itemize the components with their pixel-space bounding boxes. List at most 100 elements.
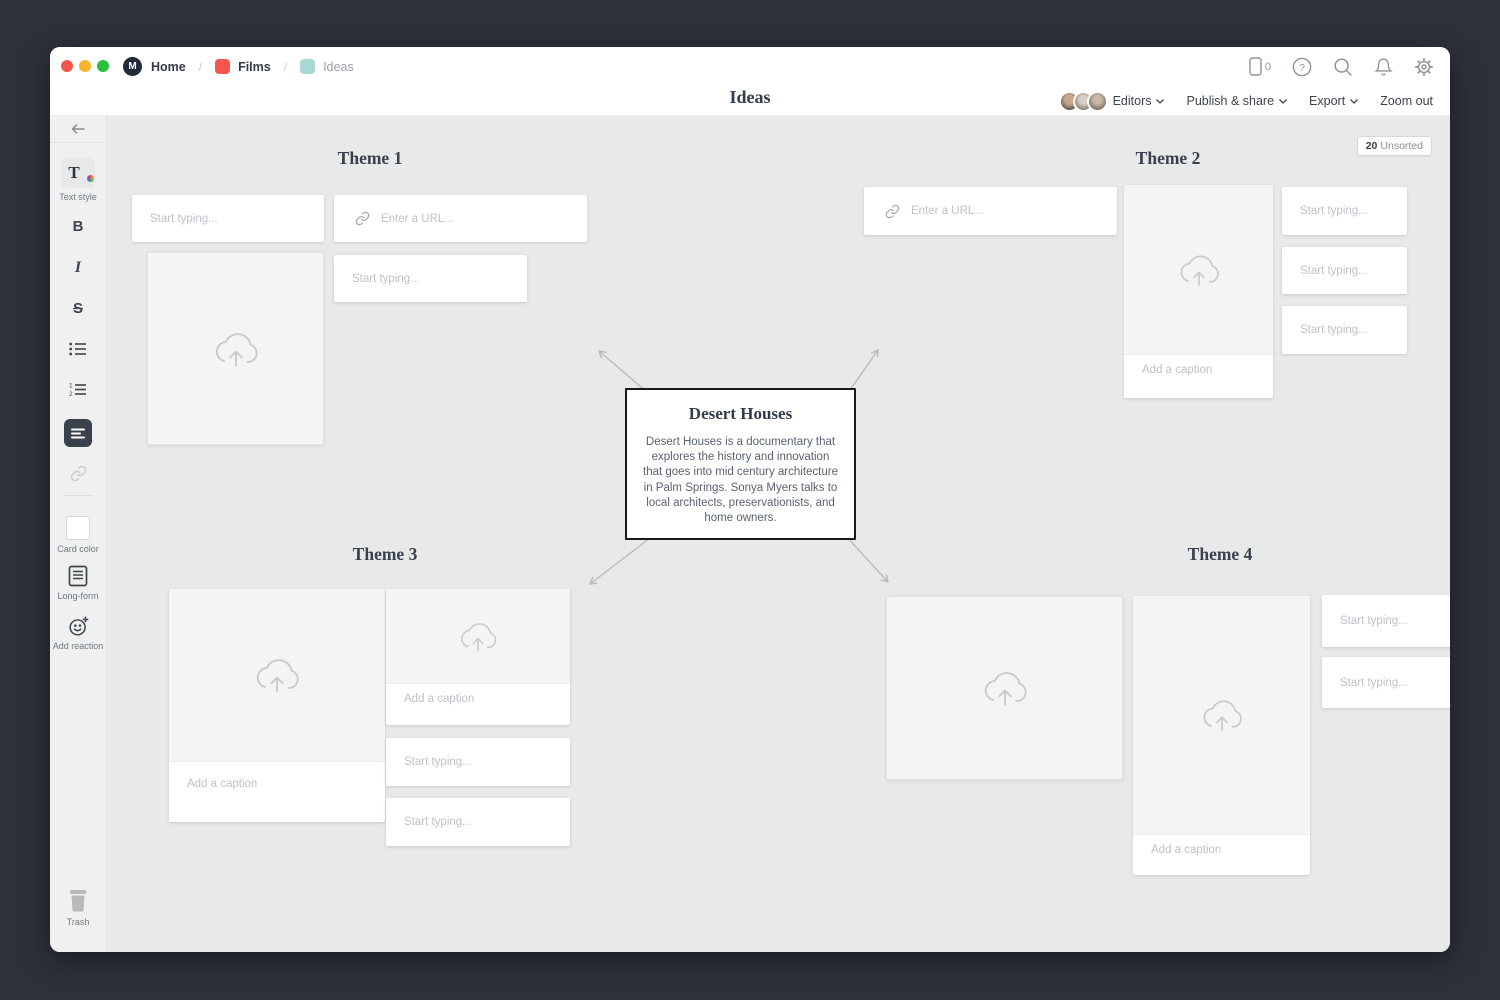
gear-icon bbox=[1415, 57, 1433, 76]
bullet-list-tool[interactable] bbox=[50, 342, 106, 356]
text-style-label: Text style bbox=[59, 192, 97, 202]
card-color-tool[interactable]: Card color bbox=[50, 516, 106, 554]
card-color-label: Card color bbox=[57, 544, 99, 554]
export-menu[interactable]: Export bbox=[1309, 94, 1359, 108]
text-placeholder: Start typing... bbox=[1340, 676, 1408, 689]
image-caption-card[interactable]: Add a caption bbox=[169, 589, 385, 822]
bold-tool[interactable]: B bbox=[72, 218, 84, 235]
text-card[interactable]: Start typing... bbox=[132, 195, 324, 242]
text-placeholder: Start typing... bbox=[1300, 205, 1368, 217]
image-drop-area[interactable] bbox=[169, 589, 385, 762]
settings-button[interactable] bbox=[1414, 57, 1434, 77]
link-icon bbox=[355, 211, 370, 226]
image-caption-card[interactable]: Add a caption bbox=[1124, 185, 1273, 398]
url-card[interactable]: Enter a URL... bbox=[864, 187, 1117, 235]
text-card[interactable]: Start typing... bbox=[386, 798, 570, 846]
mobile-device-button[interactable]: 0 bbox=[1249, 57, 1271, 76]
caption-placeholder[interactable]: Add a caption bbox=[187, 778, 258, 790]
text-card-tool-selected[interactable] bbox=[50, 419, 106, 447]
text-style-tool[interactable]: T Text style bbox=[50, 158, 106, 202]
board-toolbar: Ideas Editors Publish & share Export bbox=[50, 86, 1450, 116]
add-reaction-tool[interactable]: Add reaction bbox=[50, 616, 106, 651]
image-drop-area[interactable] bbox=[386, 589, 570, 684]
text-card[interactable]: Start typing... bbox=[334, 255, 527, 302]
center-note-card-selected[interactable]: Desert Houses Desert Houses is a documen… bbox=[625, 388, 856, 540]
cloud-upload-icon bbox=[256, 659, 299, 693]
search-icon bbox=[1334, 57, 1352, 76]
breadcrumb-ideas[interactable]: Ideas bbox=[300, 59, 354, 74]
text-card[interactable]: Start typing... bbox=[1322, 657, 1450, 708]
zoom-out-button[interactable]: Zoom out bbox=[1380, 94, 1433, 108]
text-style-icon: T bbox=[61, 158, 95, 188]
color-dot-icon bbox=[86, 174, 94, 182]
board-swatch-icon bbox=[215, 59, 231, 74]
theme-4-title[interactable]: Theme 4 bbox=[1187, 544, 1253, 564]
window-zoom-button[interactable] bbox=[97, 60, 109, 72]
cloud-upload-icon bbox=[1203, 700, 1242, 732]
image-drop-area[interactable] bbox=[1133, 596, 1310, 835]
text-placeholder: Start typing... bbox=[1340, 615, 1408, 627]
image-upload-card[interactable] bbox=[147, 252, 324, 445]
svg-text:2: 2 bbox=[69, 391, 73, 397]
text-placeholder: Start typing... bbox=[404, 756, 472, 768]
document-icon bbox=[68, 565, 88, 587]
image-caption-card[interactable]: Add a caption bbox=[386, 589, 570, 725]
titlebar: M Home / Films / Ideas 0 bbox=[50, 47, 1450, 86]
link-icon bbox=[70, 465, 86, 482]
theme-2-title[interactable]: Theme 2 bbox=[1135, 148, 1201, 168]
window-minimize-button[interactable] bbox=[79, 60, 91, 72]
window-close-button[interactable] bbox=[61, 60, 73, 72]
image-caption-card[interactable]: Add a caption bbox=[1133, 596, 1310, 875]
text-placeholder: Start typing... bbox=[352, 272, 420, 285]
trash-icon bbox=[70, 890, 86, 912]
trash-tool[interactable]: Trash bbox=[50, 888, 106, 927]
numbered-list-icon: 12 bbox=[69, 383, 86, 397]
text-card[interactable]: Start typing... bbox=[386, 738, 570, 786]
collapse-sidebar-button[interactable] bbox=[50, 116, 106, 143]
text-card[interactable]: Start typing... bbox=[1322, 595, 1450, 647]
phone-icon bbox=[1249, 57, 1262, 76]
text-card[interactable]: Start typing... bbox=[1282, 187, 1407, 235]
image-upload-card[interactable] bbox=[886, 596, 1123, 780]
text-card[interactable]: Start typing... bbox=[1282, 306, 1407, 354]
bullet-list-icon bbox=[69, 342, 86, 356]
text-placeholder: Start typing... bbox=[150, 212, 218, 225]
cloud-upload-icon bbox=[1180, 254, 1219, 286]
svg-text:?: ? bbox=[1299, 62, 1305, 74]
breadcrumb-home[interactable]: Home bbox=[151, 59, 186, 74]
breadcrumb-films[interactable]: Films bbox=[215, 59, 271, 74]
cloud-upload-icon bbox=[984, 672, 1027, 706]
strikethrough-tool[interactable]: S bbox=[72, 300, 83, 317]
italic-tool[interactable]: I bbox=[74, 259, 82, 276]
help-button[interactable]: ? bbox=[1292, 57, 1312, 77]
cloud-upload-icon bbox=[215, 332, 258, 367]
url-card[interactable]: Enter a URL... bbox=[334, 195, 587, 242]
long-form-label: Long-form bbox=[57, 591, 99, 601]
caption-placeholder[interactable]: Add a caption bbox=[1142, 364, 1213, 376]
theme-3-title[interactable]: Theme 3 bbox=[352, 544, 418, 564]
caption-placeholder[interactable]: Add a caption bbox=[404, 693, 475, 705]
link-icon bbox=[885, 204, 900, 218]
bell-icon bbox=[1374, 57, 1393, 76]
link-tool-disabled bbox=[50, 465, 106, 482]
breadcrumb-separator: / bbox=[283, 59, 288, 74]
app-logo-icon[interactable]: M bbox=[123, 57, 142, 76]
avatar bbox=[1086, 90, 1108, 112]
cloud-upload-icon bbox=[461, 622, 497, 651]
note-description: Desert Houses is a documentary that expl… bbox=[643, 436, 838, 525]
publish-share-menu[interactable]: Publish & share bbox=[1186, 94, 1288, 108]
sidebar-divider bbox=[64, 495, 93, 496]
svg-text:1: 1 bbox=[69, 383, 73, 390]
caption-placeholder[interactable]: Add a caption bbox=[1151, 844, 1222, 856]
add-reaction-label: Add reaction bbox=[52, 641, 104, 651]
image-drop-area[interactable] bbox=[1124, 185, 1273, 355]
search-button[interactable] bbox=[1333, 57, 1353, 77]
long-form-tool[interactable]: Long-form bbox=[50, 565, 106, 601]
editors-menu[interactable]: Editors bbox=[1058, 90, 1165, 112]
text-card[interactable]: Start typing... bbox=[1282, 247, 1407, 294]
notifications-button[interactable] bbox=[1374, 57, 1393, 77]
theme-1-title[interactable]: Theme 1 bbox=[337, 148, 403, 168]
